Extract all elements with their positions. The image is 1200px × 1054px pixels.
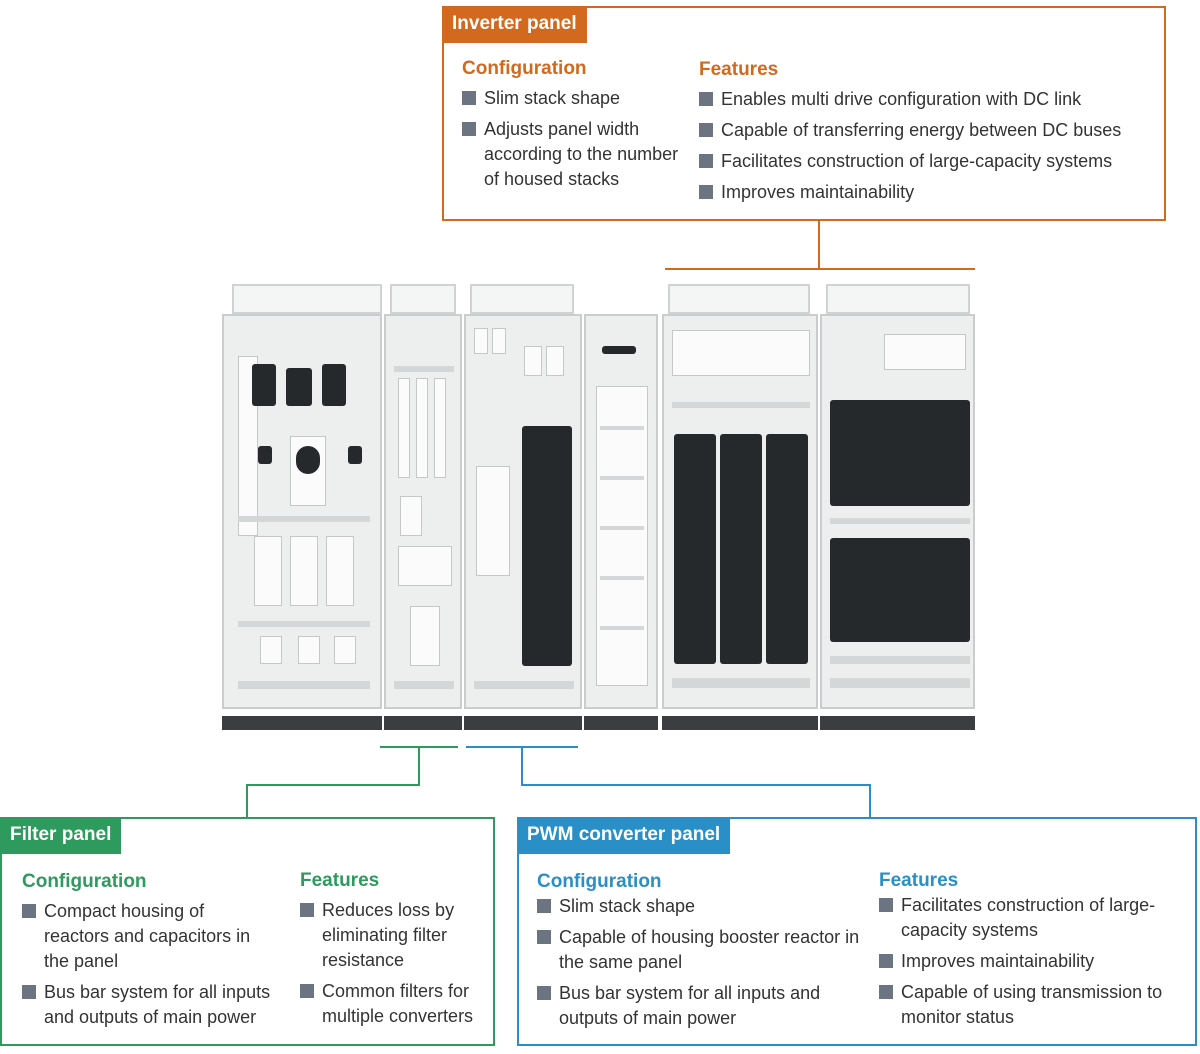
bullet-icon bbox=[879, 898, 893, 912]
filter-panel-title: Filter panel bbox=[0, 817, 122, 854]
pwm-connector-line bbox=[521, 784, 871, 786]
inverter-configuration: Configuration Slim stack shape Adjusts p… bbox=[462, 57, 702, 198]
list-item: Compact housing of reactors and capacito… bbox=[22, 899, 262, 974]
cabinet-pwm-left bbox=[464, 314, 582, 709]
cabinet-filter-right bbox=[384, 314, 462, 709]
cabinet-base bbox=[464, 716, 582, 730]
bullet-icon bbox=[699, 154, 713, 168]
cabinet-top bbox=[232, 284, 382, 314]
inverter-bracket-line bbox=[665, 268, 975, 270]
bullet-icon bbox=[537, 986, 551, 1000]
cabinet-top bbox=[390, 284, 456, 314]
bullet-icon bbox=[462, 122, 476, 136]
list-item: Improves maintainability bbox=[699, 180, 1164, 205]
pwm-panel-title: PWM converter panel bbox=[517, 817, 731, 854]
filter-connector-line bbox=[246, 784, 248, 818]
list-item: Slim stack shape bbox=[537, 894, 867, 919]
cabinet-base bbox=[584, 716, 658, 730]
cabinet-inverter-left bbox=[662, 314, 818, 709]
cabinet-base bbox=[384, 716, 462, 730]
cabinet-top bbox=[668, 284, 810, 314]
list-item: Slim stack shape bbox=[462, 86, 702, 111]
filter-features: Features Reduces loss by eliminating fil… bbox=[300, 869, 490, 1035]
filter-panel-box: Filter panel Configuration Compact housi… bbox=[0, 817, 495, 1046]
pwm-connector-line bbox=[521, 746, 523, 786]
list-item: Bus bar system for all inputs and output… bbox=[537, 981, 859, 1031]
bullet-icon bbox=[537, 930, 551, 944]
inverter-panel-box: Inverter panel Configuration Slim stack … bbox=[442, 6, 1166, 221]
list-item: Reduces loss by eliminating filter resis… bbox=[300, 898, 490, 973]
pwm-connector-line bbox=[869, 784, 871, 818]
list-item: Common filters for multiple converters bbox=[300, 979, 500, 1029]
bullet-icon bbox=[699, 123, 713, 137]
switchgear-illustration bbox=[222, 284, 977, 736]
filter-connector-line bbox=[246, 784, 420, 786]
bullet-icon bbox=[300, 903, 314, 917]
configuration-heading: Configuration bbox=[537, 871, 662, 892]
list-item: Bus bar system for all inputs and output… bbox=[22, 980, 292, 1030]
cabinet-base bbox=[222, 716, 382, 730]
inverter-features: Features Enables multi drive configurati… bbox=[699, 58, 1164, 211]
list-item: Capable of housing booster reactor in th… bbox=[537, 925, 869, 975]
pwm-features: Features Facilitates construction of lar… bbox=[879, 869, 1189, 1036]
inverter-connector-line bbox=[818, 220, 820, 268]
filter-connector-line bbox=[418, 746, 420, 786]
bullet-icon bbox=[22, 904, 36, 918]
features-heading: Features bbox=[879, 870, 959, 891]
bullet-icon bbox=[879, 985, 893, 999]
cabinet-top bbox=[470, 284, 574, 314]
bullet-icon bbox=[699, 185, 713, 199]
cabinet-base bbox=[820, 716, 975, 730]
list-item: Adjusts panel width according to the num… bbox=[462, 117, 696, 192]
inverter-panel-title: Inverter panel bbox=[442, 6, 587, 43]
filter-configuration: Configuration Compact housing of reactor… bbox=[22, 870, 292, 1036]
features-heading: Features bbox=[300, 870, 380, 891]
list-item: Enables multi drive configuration with D… bbox=[699, 87, 1164, 112]
cabinet-filter-left bbox=[222, 314, 382, 709]
pwm-configuration: Configuration Slim stack shape Capable o… bbox=[537, 870, 867, 1037]
list-item: Facilitates construction of large-capaci… bbox=[699, 149, 1164, 174]
bullet-icon bbox=[537, 899, 551, 913]
bullet-icon bbox=[699, 92, 713, 106]
pwm-panel-box: PWM converter panel Configuration Slim s… bbox=[517, 817, 1197, 1046]
bullet-icon bbox=[879, 954, 893, 968]
cabinet-pwm-right bbox=[584, 314, 658, 709]
cabinet-inverter-right bbox=[820, 314, 975, 709]
list-item: Capable of using transmission to monitor… bbox=[879, 980, 1200, 1030]
bullet-icon bbox=[22, 985, 36, 999]
configuration-heading: Configuration bbox=[22, 871, 147, 892]
bullet-icon bbox=[462, 91, 476, 105]
list-item: Facilitates construction of large-capaci… bbox=[879, 893, 1163, 943]
cabinet-base bbox=[662, 716, 818, 730]
configuration-heading: Configuration bbox=[462, 58, 587, 79]
bullet-icon bbox=[300, 984, 314, 998]
list-item: Capable of transferring energy between D… bbox=[699, 118, 1164, 143]
features-heading: Features bbox=[699, 59, 779, 80]
list-item: Improves maintainability bbox=[879, 949, 1189, 974]
cabinet-top bbox=[826, 284, 970, 314]
